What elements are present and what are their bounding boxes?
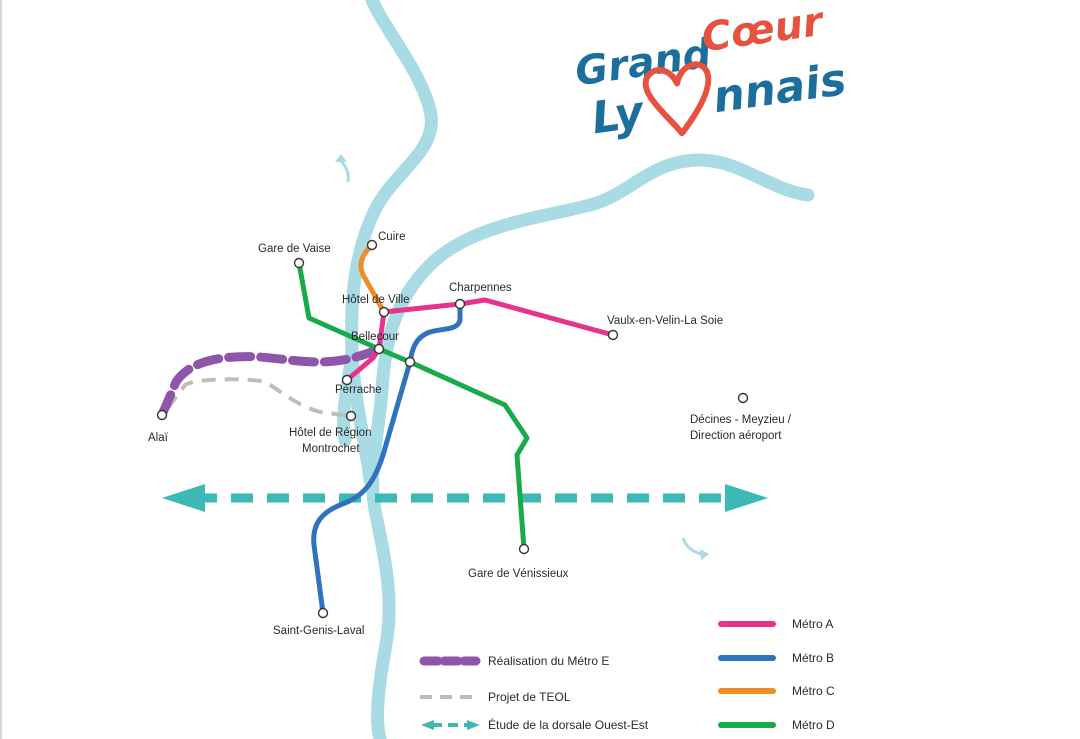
label-montrochet: Montrochet bbox=[302, 443, 360, 455]
station-charpennes[interactable] bbox=[454, 298, 466, 310]
label-saint-genis: Saint-Genis-Laval bbox=[273, 625, 364, 637]
station-venissieux[interactable] bbox=[518, 543, 530, 555]
label-bellecour: Bellecour bbox=[351, 331, 399, 343]
legend-metro-c: Métro C bbox=[792, 684, 835, 698]
station-alai[interactable] bbox=[156, 409, 168, 421]
station-decines[interactable] bbox=[737, 392, 749, 404]
label-direction-aeroport: Direction aéroport bbox=[690, 430, 782, 442]
station-gare-de-vaise[interactable] bbox=[293, 257, 305, 269]
logo-nnais: nnais bbox=[710, 54, 849, 123]
station-cuire[interactable] bbox=[366, 239, 378, 251]
station-hotel-de-ville[interactable] bbox=[378, 306, 390, 318]
label-perrache: Perrache bbox=[335, 384, 382, 396]
legend-dorsale: Étude de la dorsale Ouest-Est bbox=[488, 717, 649, 732]
dorsale-ouest-est bbox=[162, 484, 768, 512]
label-alai: Alaï bbox=[148, 432, 169, 444]
station-saint-genis[interactable] bbox=[317, 607, 329, 619]
label-cuire: Cuire bbox=[378, 231, 405, 243]
heart-icon bbox=[642, 61, 712, 137]
metro-b-line bbox=[311, 304, 463, 614]
logo-ly: Ly bbox=[589, 86, 649, 144]
legend-metro-b: Métro B bbox=[792, 651, 834, 665]
legend-metro-d: Métro D bbox=[792, 718, 835, 732]
legend-teol: Projet de TEOL bbox=[488, 690, 571, 704]
flow-arrow-icon bbox=[338, 158, 350, 183]
river-saone bbox=[345, 0, 438, 487]
legend-metro-a: Métro A bbox=[792, 617, 833, 631]
station-bellecour[interactable] bbox=[373, 343, 385, 355]
legend: Réalisation du Métro E Projet de TEOL Ét… bbox=[419, 617, 835, 732]
station-hotel-de-region[interactable] bbox=[345, 410, 357, 422]
flow-arrow-head-icon bbox=[335, 154, 347, 162]
river-rhone bbox=[366, 153, 815, 739]
label-venissieux: Gare de Vénissieux bbox=[468, 568, 569, 580]
label-vaulx: Vaulx-en-Velin-La Soie bbox=[607, 315, 723, 327]
flow-arrow-icon bbox=[681, 537, 704, 556]
station-vaulx[interactable] bbox=[607, 329, 619, 341]
logo-grand-coeur-lyonnais: Grand Cœur Ly nnais bbox=[572, 0, 849, 144]
label-hotel-de-region: Hôtel de Région bbox=[289, 427, 371, 439]
label-decines: Décines - Meyzieu / bbox=[690, 414, 792, 426]
label-charpennes: Charpennes bbox=[449, 282, 512, 294]
metro-d-line bbox=[296, 262, 530, 550]
station-saxe-gambetta[interactable] bbox=[404, 356, 416, 368]
teol-line bbox=[166, 377, 352, 418]
legend-metro-e: Réalisation du Métro E bbox=[488, 654, 609, 668]
station-perrache[interactable] bbox=[341, 374, 353, 386]
label-hotel-de-ville: Hôtel de Ville bbox=[342, 294, 410, 306]
logo-coeur: Cœur bbox=[699, 0, 828, 61]
river-saone-lower bbox=[337, 343, 359, 447]
metro-e-line bbox=[157, 344, 384, 420]
label-gare-de-vaise: Gare de Vaise bbox=[258, 243, 331, 255]
flow-arrow-head-icon bbox=[700, 549, 709, 560]
